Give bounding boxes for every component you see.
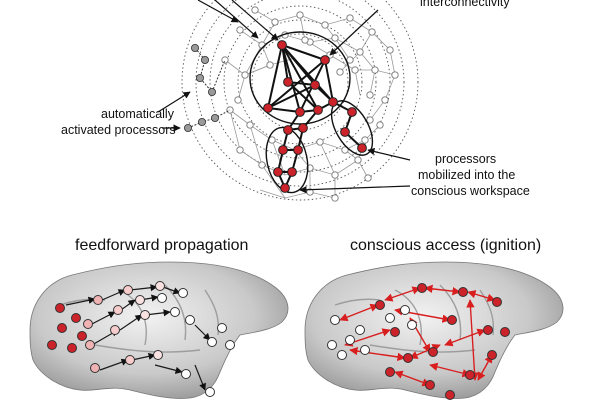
feedforward-nodes [47, 281, 235, 397]
ignition-title: conscious access (ignition) [350, 237, 541, 254]
ignition-brain-panel [304, 261, 564, 400]
mobilized-outline [265, 126, 309, 194]
ignition-nodes [327, 283, 510, 400]
workspace-network: interconnectivity automatically activate… [61, 0, 530, 202]
feedforward-arrows [65, 284, 211, 391]
auto-activated-processors [183, 44, 231, 133]
brain-image-right [304, 261, 564, 399]
workspace-outline [249, 31, 351, 125]
mobilized-label-line2: mobilized into the [418, 168, 515, 182]
feedforward-brain-panel [29, 261, 289, 399]
auto-activated-label-line1: automatically [101, 107, 175, 121]
workspace-nodes [263, 40, 367, 193]
interconnectivity-label: interconnectivity [420, 0, 510, 9]
annotation-arrows [157, 0, 411, 194]
feedforward-title: feedforward propagation [75, 237, 248, 254]
peripheral-nodes [221, 6, 399, 202]
auto-activated-label-line2: activated processors [61, 123, 176, 137]
mobilized-label-line3: conscious workspace [411, 184, 530, 198]
mobilized-label-line1: processors [435, 152, 496, 166]
